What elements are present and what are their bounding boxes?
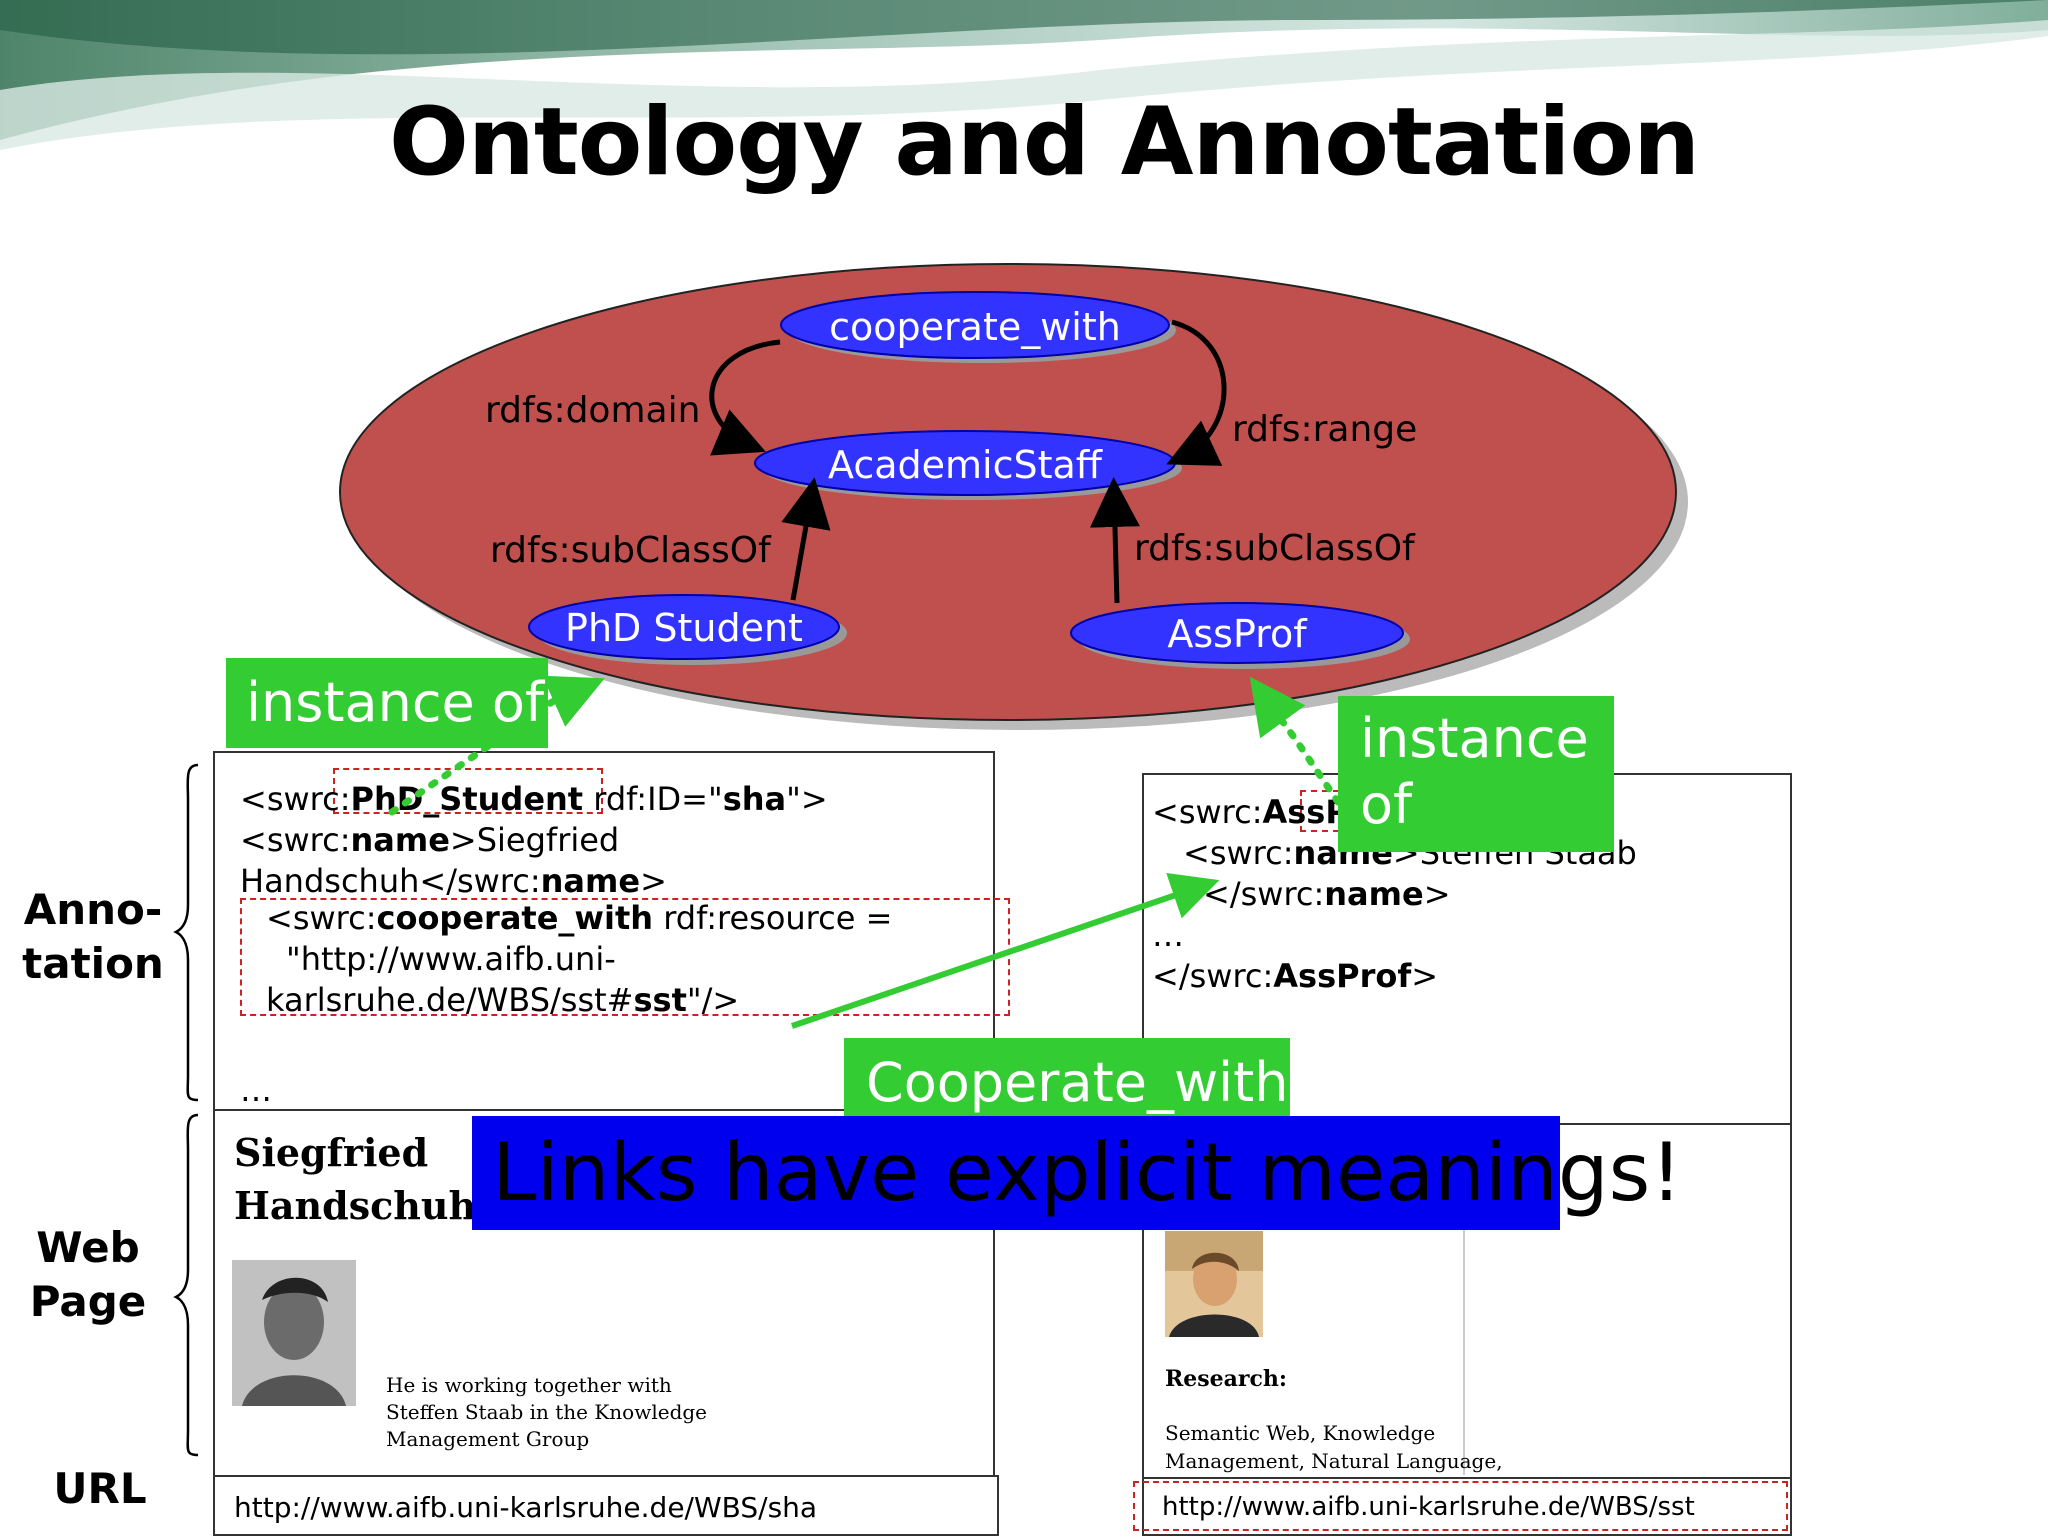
left-annotation-line5: "http://www.aifb.uni- [286,940,616,978]
side-label-webpage-line1: Web [36,1223,140,1272]
cooperate-with-label: Cooperate_with [844,1038,1290,1122]
left-cooperate-highlight [240,898,1010,1016]
side-label-annotation: Anno- tation [18,883,168,991]
edge-subclass-right-arrow [1089,477,1140,604]
left-url-text[interactable]: http://www.aifb.uni-karlsruhe.de/WBS/sha [234,1491,818,1524]
right-webpage-text-line2: Management, Natural Language, [1165,1449,1503,1473]
edge-subclass-right-label: rdfs:subClassOf [1134,528,1416,569]
left-webpage-name-line2: Handschuh [234,1183,477,1228]
left-annotation-line6: karlsruhe.de/WBS/sst#sst"/> [266,981,740,1019]
left-person-photo [232,1260,356,1406]
instance-of-right-arrow [1249,676,1342,806]
edge-subclass-left-arrow [781,477,831,601]
left-annotation-line2: <swrc:name>Siegfried [240,821,620,859]
left-webpage-text: He is working together with Steffen Staa… [386,1372,707,1453]
side-label-url: URL [53,1464,147,1513]
instance-of-right-label-line1: instance [1360,707,1589,770]
node-ass-prof-label: AssProf [1167,612,1308,656]
side-label-webpage: Web Page [18,1221,158,1329]
edge-subclass-left-label: rdfs:subClassOf [490,530,772,571]
edge-range-arrow [1166,319,1227,466]
left-webpage-text-line3: Management Group [386,1427,590,1451]
edge-range-label: rdfs:range [1232,409,1417,450]
right-annotation-line5: </swrc:AssProf> [1152,957,1439,995]
annotation-brace [173,763,199,1102]
left-webpage-text-line1: He is working together with [386,1373,672,1397]
instance-of-right-label-line2: of [1360,773,1413,836]
left-annotation-line4: <swrc:cooperate_with rdf:resource = [266,899,893,937]
node-ass-prof: AssProf [1070,602,1410,669]
node-cooperate-with-label: cooperate_with [829,305,1121,349]
side-label-annotation-line2: tation [22,939,164,988]
instance-of-left-label: instance of [226,658,548,748]
node-academic-staff-label: AcademicStaff [828,443,1103,487]
right-url-box [1142,1477,1792,1536]
right-annotation-ellipsis: … [1152,916,1184,954]
slide-title: Ontology and Annotation [389,88,1700,197]
node-cooperate-with: cooperate_with [780,291,1176,363]
side-label-annotation-line1: Anno- [23,885,163,934]
right-webpage-divider [1463,1225,1465,1475]
node-phd-student-label: PhD Student [565,606,803,650]
right-webpage-text-line1: Semantic Web, Knowledge [1165,1421,1436,1445]
right-webpage-heading: Research: [1165,1366,1288,1392]
node-academic-staff: AcademicStaff [754,430,1182,500]
instance-of-right-label: instance of [1338,696,1614,852]
left-annotation-ellipsis: … [240,1071,272,1109]
right-webpage-text: Semantic Web, Knowledge Management, Natu… [1165,1419,1503,1475]
right-person-photo [1165,1231,1263,1337]
header-swoosh-decoration [0,0,2048,150]
left-annotation-line3: Handschuh</swrc:name> [240,862,667,900]
left-webpage-name-line1: Siegfried [234,1130,429,1175]
left-webpage-text-line2: Steffen Staab in the Knowledge [386,1400,708,1424]
right-url-highlight [1133,1481,1788,1531]
right-annotation-line3: </swrc:name> [1203,875,1451,913]
left-class-highlight [333,768,603,814]
left-url-box [213,1475,999,1536]
edge-domain-arrow [709,339,781,456]
edge-domain-label: rdfs:domain [485,390,700,431]
side-label-webpage-line2: Page [29,1277,147,1326]
node-phd-student: PhD Student [528,594,847,665]
cooperate-with-arrow [791,872,1220,1029]
right-url-text[interactable]: http://www.aifb.uni-karlsruhe.de/WBS/sst [1162,1492,1695,1522]
webpage-brace [173,1113,199,1457]
left-annotation-line1: <swrc:PhD_Student rdf:ID="sha"> [240,780,828,818]
left-webpage-name: Siegfried Handschuh [234,1126,476,1232]
links-meaning-banner: Links have explicit meanings! [472,1116,1682,1230]
